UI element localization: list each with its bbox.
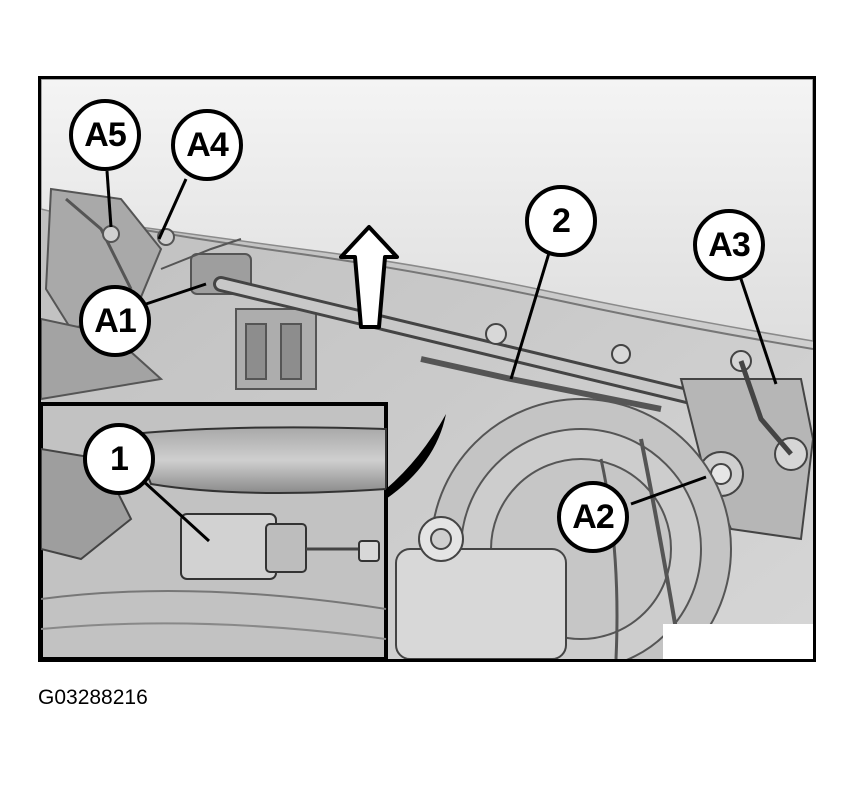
inset-pointer [386, 414, 446, 499]
hood-edge [80, 218, 813, 350]
hose [599, 458, 619, 659]
technical-illustration: A5 A4 A1 2 A3 1 A2 [38, 76, 816, 662]
up-arrow-icon [339, 225, 399, 329]
engine-bay-drawing [41, 79, 813, 659]
callout-a1: A1 [79, 285, 151, 357]
wiper-linkage-rod-highlight [216, 279, 746, 414]
callout-a4: A4 [171, 109, 243, 181]
blank-box [663, 624, 813, 659]
fluid-reservoir [395, 516, 567, 659]
callout-a3: A3 [693, 209, 765, 281]
callout-2: 2 [525, 185, 597, 257]
callout-a2: A2 [557, 481, 629, 553]
figure-code: G03288216 [38, 686, 148, 709]
leader-lines [105, 170, 778, 543]
callout-a5: A5 [69, 99, 141, 171]
pivot-joint [485, 323, 507, 345]
callout-1: 1 [83, 423, 155, 495]
pivot-joint [611, 344, 631, 364]
